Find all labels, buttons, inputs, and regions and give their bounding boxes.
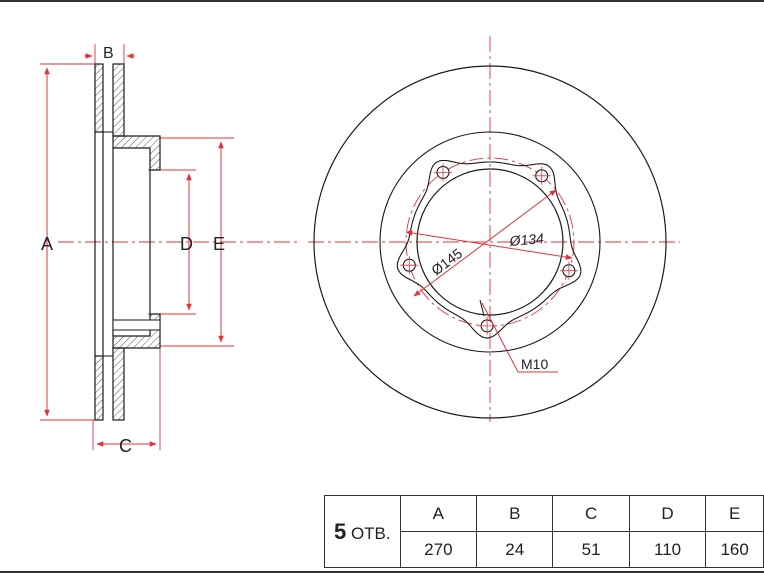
value-d: 110 xyxy=(628,531,707,568)
value-b: 24 xyxy=(476,531,554,568)
disc-outer-edge xyxy=(313,65,667,419)
bolt-holes xyxy=(400,163,578,335)
header-d: D xyxy=(628,495,707,532)
value-e: 160 xyxy=(705,531,764,568)
header-c: C xyxy=(552,495,630,532)
disc-cross-section xyxy=(94,63,161,421)
diameter-145-label: Ø145 xyxy=(428,245,465,279)
diameter-134-label: Ø134 xyxy=(508,230,545,249)
diameter-134-line xyxy=(405,230,573,260)
dimension-a-label: A xyxy=(41,234,53,254)
hat-outer-edge xyxy=(379,131,601,353)
dimension-d-label: D xyxy=(180,234,193,254)
side-view: A B C D E xyxy=(40,44,300,456)
header-e: E xyxy=(705,495,764,532)
bolt-hole-count: 5 ОТВ. xyxy=(324,495,401,568)
value-c: 51 xyxy=(552,531,630,568)
header-a: A xyxy=(399,495,478,532)
specification-table: 5 ОТВ. A B C D E 270 24 51 110 160 xyxy=(324,495,764,568)
thread-m10-label: M10 xyxy=(521,356,548,372)
flange-scallop xyxy=(396,159,582,339)
header-b: B xyxy=(476,495,554,532)
dimension-b-label: B xyxy=(103,45,114,62)
value-a: 270 xyxy=(399,531,478,568)
front-view: Ø145 Ø134 M10 xyxy=(308,36,680,422)
dimension-c-label: C xyxy=(119,436,132,456)
dimension-e-label: E xyxy=(213,234,225,254)
